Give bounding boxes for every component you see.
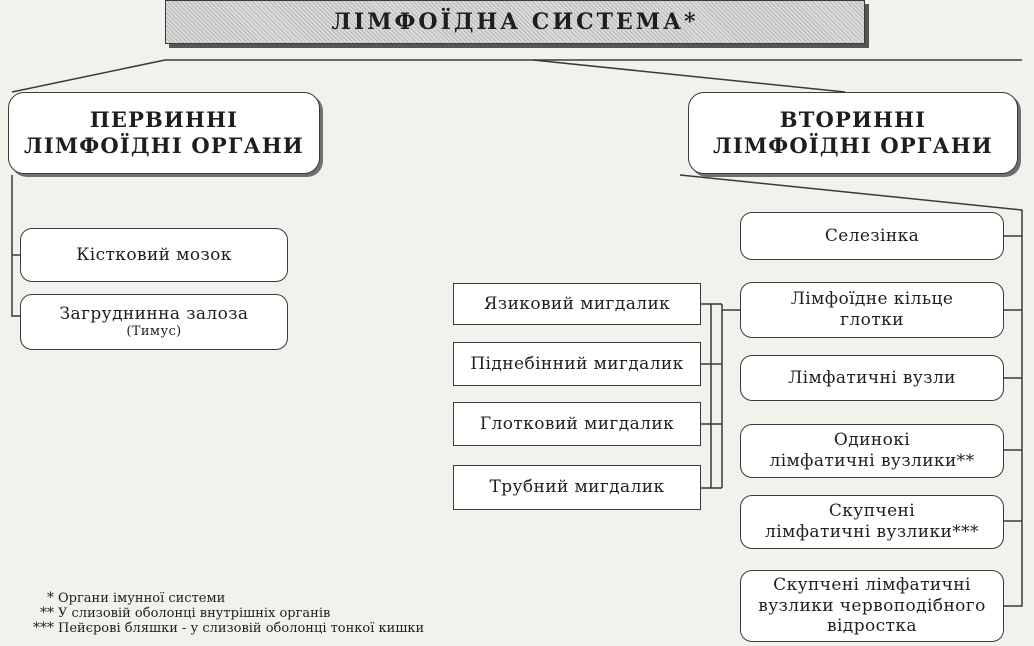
- aggregated-nodules-box: Скупчені лімфатичні вузлики***: [740, 495, 1004, 549]
- footnote: ** У слизовій оболонці внутрішніх органі…: [14, 605, 424, 622]
- footnote-text: Пейєрові бляшки - у слизовій оболонці то…: [58, 621, 425, 636]
- footnote-text: Органи імунної системи: [58, 591, 226, 606]
- pharyngeal-ring-box: Лімфоїдне кільце глотки: [740, 282, 1004, 338]
- lymph-nodes-label: Лімфатичні вузли: [788, 367, 956, 388]
- solitary-nodules-line-2: лімфатичні вузлики**: [769, 451, 975, 471]
- thymus-box: Загруднинна залоза (Тимус): [20, 294, 288, 350]
- secondary-organs-heading: ВТОРИННІ ЛІМФОЇДНІ ОРГАНИ: [688, 92, 1018, 174]
- secondary-heading-line-1: ВТОРИННІ: [779, 107, 927, 133]
- tonsil-tubal-label: Трубний мигдалик: [489, 477, 665, 498]
- tonsil-lingual-label: Язиковий мигдалик: [483, 293, 671, 314]
- aggregated-nodules-line-2: лімфатичні вузлики***: [765, 522, 979, 542]
- footnote-text: У слизовій оболонці внутрішніх органів: [58, 606, 331, 621]
- footnote-mark: *: [47, 590, 54, 606]
- diagram-title: ЛІМФОЇДНА СИСТЕМА*: [165, 0, 865, 44]
- secondary-heading-line-2: ЛІМФОЇДНІ ОРГАНИ: [713, 133, 993, 158]
- appendix-nodules-box: Скупчені лімфатичні вузлики червоподібно…: [740, 570, 1004, 642]
- appendix-nodules-line-3: відростка: [827, 616, 917, 637]
- appendix-nodules-line-1: Скупчені лімфатичні: [773, 574, 971, 595]
- pharyngeal-ring-line-1: Лімфоїдне кільце: [790, 289, 954, 310]
- thymus-sublabel: (Тимус): [126, 324, 182, 340]
- footnote: * Органи імунної системи: [14, 590, 424, 607]
- spleen-label: Селезінка: [824, 225, 920, 246]
- line-secondary-right: [679, 174, 1023, 607]
- primary-heading-line-1: ПЕРВИННІ: [89, 107, 239, 133]
- solitary-nodules-line-1: Одинокі: [833, 430, 911, 451]
- footnote: *** Пейєрові бляшки - у слизовій оболонц…: [14, 620, 425, 637]
- tonsil-pharyngeal-label: Глотковий мигдалик: [479, 413, 675, 434]
- primary-organs-heading: ПЕРВИННІ ЛІМФОЇДНІ ОРГАНИ: [8, 92, 320, 174]
- thymus-label: Загруднинна залоза: [59, 303, 249, 324]
- bone-marrow-box: Кістковий мозок: [20, 228, 288, 282]
- appendix-nodules-line-2: вузлики червоподібного: [758, 595, 986, 616]
- spleen-box: Селезінка: [740, 212, 1004, 260]
- line-title-to-primary: [11, 59, 166, 93]
- tonsil-tubal-box: Трубний мигдалик: [453, 465, 701, 510]
- bone-marrow-label: Кістковий мозок: [76, 244, 232, 265]
- tonsil-palatine-box: Піднебінний мигдалик: [453, 342, 701, 386]
- footnote-mark: **: [40, 605, 54, 621]
- line-primary-left: [11, 175, 20, 317]
- tonsil-palatine-label: Піднебінний мигдалик: [470, 353, 684, 374]
- tonsil-pharyngeal-box: Глотковий мигдалик: [453, 402, 701, 446]
- pharyngeal-ring-line-2: глотки: [840, 310, 904, 330]
- line-title-to-secondary: [532, 59, 846, 93]
- footnotes: * Органи імунної системи ** У слизовій о…: [14, 590, 425, 637]
- aggregated-nodules-line-1: Скупчені: [828, 501, 916, 522]
- lymph-nodes-box: Лімфатичні вузли: [740, 355, 1004, 401]
- tonsil-lingual-box: Язиковий мигдалик: [453, 283, 701, 325]
- solitary-nodules-box: Одинокі лімфатичні вузлики**: [740, 424, 1004, 478]
- footnote-mark: ***: [33, 620, 54, 636]
- primary-heading-line-2: ЛІМФОЇДНІ ОРГАНИ: [24, 133, 304, 158]
